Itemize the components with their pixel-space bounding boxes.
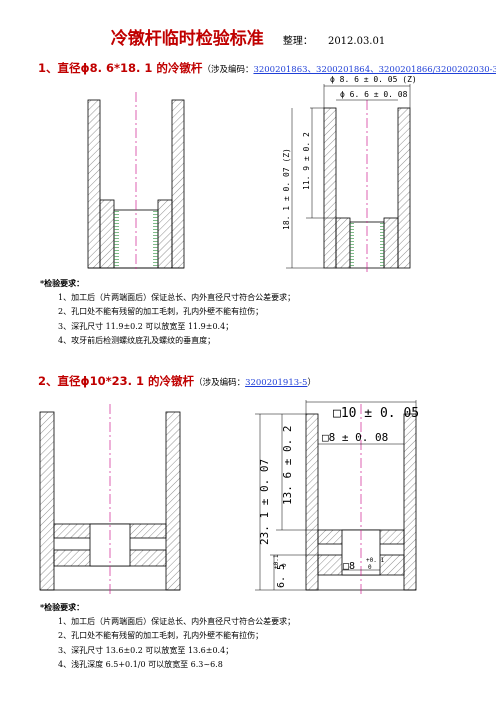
dim2-bottom-hole: □8 bbox=[343, 561, 355, 572]
section1-codes-link[interactable]: 3200201863、3200201864、3200201866/3200202… bbox=[253, 65, 496, 75]
section1-requirements-list: 1、加工后（片两端面后）保证总长、内外直径尺寸符合公差要求； 2、孔口处不能有残… bbox=[40, 291, 295, 349]
section2-title: 2、直径ϕ10*23. 1 的冷镦杆 bbox=[38, 374, 195, 388]
section2-requirements: *检验要求： 1、加工后（片两端面后）保证总长、内外直径尺寸符合公差要求； 2、… bbox=[40, 600, 295, 673]
section1-ref: （涉及编码：3200201863、3200201864、3200201866/3… bbox=[202, 65, 496, 75]
dim2-bottom-tol-upper: +0. 1 bbox=[366, 557, 384, 564]
section1-title: 1、直径ϕ8. 6*18. 1 的冷镦杆 bbox=[38, 61, 203, 75]
section2-ref-close: ） bbox=[307, 378, 316, 388]
section2-heading: 2、直径ϕ10*23. 1 的冷镦杆（涉及编码：3200201913-5） bbox=[38, 373, 316, 389]
dim1-hole-depth: 11. 9 ± 0. 2 bbox=[302, 132, 311, 190]
page-title: 冷镦杆临时检验标准 bbox=[110, 29, 264, 49]
list-item: 4、浅孔深度 6.5+0.1/0 可以放宽至 6.3~6.8 bbox=[58, 660, 223, 669]
date: 2012.03.01 bbox=[327, 36, 386, 47]
list-item: 1、加工后（片两端面后）保证总长、内外直径尺寸符合公差要求； bbox=[58, 616, 296, 626]
dim2-step: 6. 5 bbox=[276, 564, 287, 588]
section1-ref-open: （涉及编码： bbox=[202, 65, 254, 75]
section1-requirements: *检验要求： 1、加工后（片两端面后）保证总长、内外直径尺寸符合公差要求； 2、… bbox=[40, 276, 295, 349]
section2-ref: （涉及编码：3200201913-5） bbox=[194, 378, 316, 388]
dim2-step-tol-upper: +0.1 bbox=[273, 554, 280, 569]
dim2-hole-depth: 13. 6 ± 0. 2 bbox=[281, 426, 294, 505]
section1-heading: 1、直径ϕ8. 6*18. 1 的冷镦杆（涉及编码：3200201863、320… bbox=[38, 60, 496, 76]
dim2-bottom-tol-lower: 0 bbox=[368, 564, 372, 571]
section1-requirements-title: *检验要求： bbox=[40, 278, 85, 288]
dim1-outer: ϕ 8. 6 ± 0. 05 (Z) bbox=[330, 75, 417, 84]
section1-drawing-right: ϕ 8. 6 ± 0. 05 (Z) ϕ 6. 6 ± 0. 08 11. 9 … bbox=[282, 75, 417, 272]
dim1-inner: ϕ 6. 6 ± 0. 08 bbox=[340, 90, 408, 99]
list-item: 2、孔口处不能有残留的加工毛刺，孔内外壁不能有拉伤； bbox=[58, 631, 264, 640]
dim2-outer: □10 ± 0. 05 bbox=[333, 406, 419, 421]
list-item: 1、加工后（片两端面后）保证总长、内外直径尺寸符合公差要求； bbox=[58, 292, 296, 302]
section2-codes-link[interactable]: 3200201913-5 bbox=[245, 378, 308, 388]
dim2-inner: □8 ± 0. 08 bbox=[322, 431, 388, 444]
list-item: 2、孔口处不能有残留的加工毛刺，孔内外壁不能有拉伤； bbox=[58, 307, 264, 316]
dim1-length: 18. 1 ± 0. 07 (Z) bbox=[282, 148, 291, 230]
list-item: 3、深孔尺寸 13.6±0.2 可以放宽至 13.6±0.4； bbox=[58, 645, 234, 655]
page-title-row: 冷镦杆临时检验标准 整理： 2012.03.01 bbox=[0, 24, 496, 49]
section1-drawing-left bbox=[87, 92, 185, 272]
section2-drawing-left bbox=[39, 404, 181, 596]
section2-requirements-list: 1、加工后（片两端面后）保证总长、内外直径尺寸符合公差要求； 2、孔口处不能有残… bbox=[40, 615, 295, 673]
prepared-label: 整理： bbox=[282, 36, 313, 47]
section2-drawing-right: □10 ± 0. 05 □8 ± 0. 08 13. 6 ± 0. 2 23. … bbox=[255, 400, 419, 596]
section2-requirements-title: *检验要求： bbox=[40, 602, 85, 612]
list-item: 3、深孔尺寸 11.9±0.2 可以放宽至 11.9±0.4； bbox=[58, 321, 234, 331]
dim2-step-tol-lower: 0 bbox=[281, 563, 288, 567]
list-item: 4、攻牙前后检测螺纹底孔及螺纹的垂直度； bbox=[58, 336, 216, 345]
section2-ref-open: （涉及编码： bbox=[194, 378, 246, 388]
dim2-length: 23. 1 ± 0. 07 bbox=[258, 459, 271, 545]
